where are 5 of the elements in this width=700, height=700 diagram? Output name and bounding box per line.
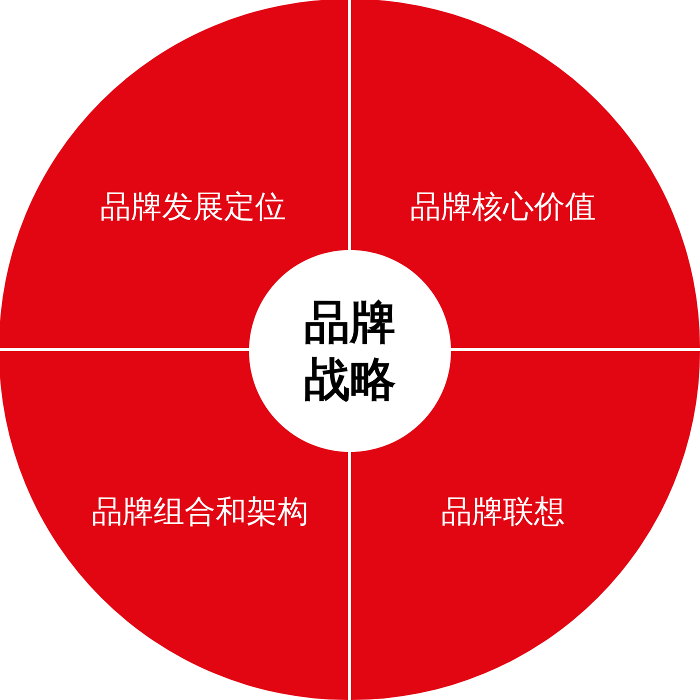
segment-label: 品牌组合和架构	[92, 493, 308, 532]
segment-label: 品牌发展定位	[100, 188, 286, 227]
segment-label: 品牌核心价值	[410, 188, 596, 227]
segment-label: 品牌联想	[441, 493, 565, 532]
center-label: 品牌战略	[303, 294, 397, 408]
